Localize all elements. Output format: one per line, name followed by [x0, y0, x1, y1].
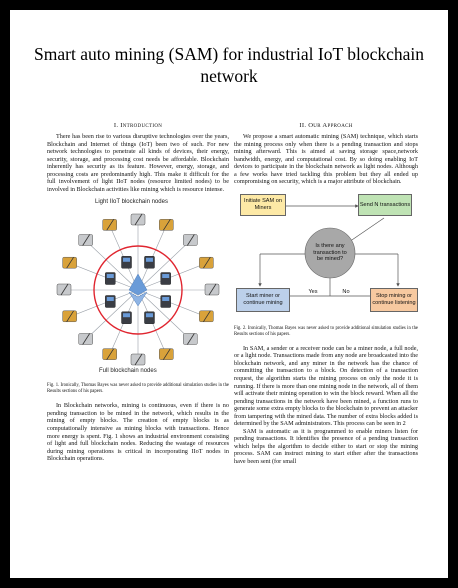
light-iot-device-icon [130, 214, 146, 226]
figure-1-bottom-label: Full blockchain nodes [99, 368, 157, 375]
light-iot-device-icon [159, 219, 174, 231]
full-node-computer-icon [160, 295, 171, 309]
full-node-computer-icon [105, 272, 116, 286]
light-iot-device-icon [183, 333, 198, 346]
full-node-computer-icon [121, 311, 132, 325]
intro-paragraph: There has been rise to various disruptiv… [47, 133, 229, 193]
stop-mining-box: Stop mining or continue listening [370, 287, 418, 312]
light-iot-device-icon [130, 354, 146, 366]
start-miner-box: Start miner or continue mining [236, 287, 290, 312]
decision-label: Is there any transaction to be mined? [313, 243, 347, 263]
flowchart-connectors [258, 204, 400, 297]
decision-node [304, 227, 356, 279]
light-iot-device-icon [78, 234, 93, 247]
light-iot-device-icon [102, 219, 117, 231]
no-label: No [342, 288, 350, 295]
paper-page: Smart auto mining (SAM) for industrial I… [10, 10, 448, 578]
full-node-computer-icon [144, 311, 155, 325]
figure-1-caption: Fig. 1. Ironically, Thomas Bayes was nev… [47, 383, 229, 395]
light-iot-device-icon [199, 310, 214, 323]
ethereum-hub-icon [128, 273, 148, 307]
light-iot-device-icon [62, 310, 77, 323]
light-iot-device-icon [204, 284, 220, 296]
approach-paragraph: We propose a smart automatic mining (SAM… [234, 133, 418, 186]
light-iot-device-icon [159, 348, 174, 361]
right-column: II. Our Approach We propose a smart auto… [234, 121, 418, 466]
send-transactions-box: Send N transactions [358, 193, 412, 216]
left-column: I. Introduction There has been rise to v… [47, 121, 229, 463]
figure-2-flowchart: Initiate SAM on Miners Send N transactio… [234, 192, 418, 322]
automatic-paragraph: SAM is automatic as it is programmed to … [234, 427, 418, 466]
light-iot-device-icon [62, 257, 77, 269]
full-node-computer-icon [144, 256, 155, 269]
second-paragraph: In Blockchain networks, mining is contin… [47, 402, 229, 463]
light-iot-device-icon [183, 234, 198, 247]
light-iot-device-icon [78, 333, 93, 346]
figure-1-network-illustration [56, 214, 220, 366]
full-node-ring [93, 245, 183, 336]
full-node-computer-icon [160, 272, 171, 286]
section-heading-approach: II. Our Approach [299, 122, 353, 129]
figure-2-caption: Fig. 2. Ironically, Thomas Bayes was nev… [234, 325, 418, 337]
figure-1-top-label: Light IIoT blockchain nodes [95, 199, 168, 206]
full-node-computer-icon [105, 295, 116, 309]
figure-1: Light IIoT blockchain nodes Full blockch… [47, 199, 229, 379]
light-iot-device-icon [56, 284, 72, 296]
initiate-sam-box: Initiate SAM on Miners [240, 193, 286, 216]
light-iot-device-icon [102, 348, 117, 361]
light-iot-device-icon [199, 257, 214, 269]
full-node-computer-icon [121, 256, 132, 269]
yes-label: Yes [308, 288, 318, 295]
sam-paragraph: In SAM, a sender or a receiver node can … [234, 344, 418, 428]
paper-title: Smart auto mining (SAM) for industrial I… [34, 44, 424, 86]
section-heading-introduction: I. Introduction [113, 122, 163, 129]
